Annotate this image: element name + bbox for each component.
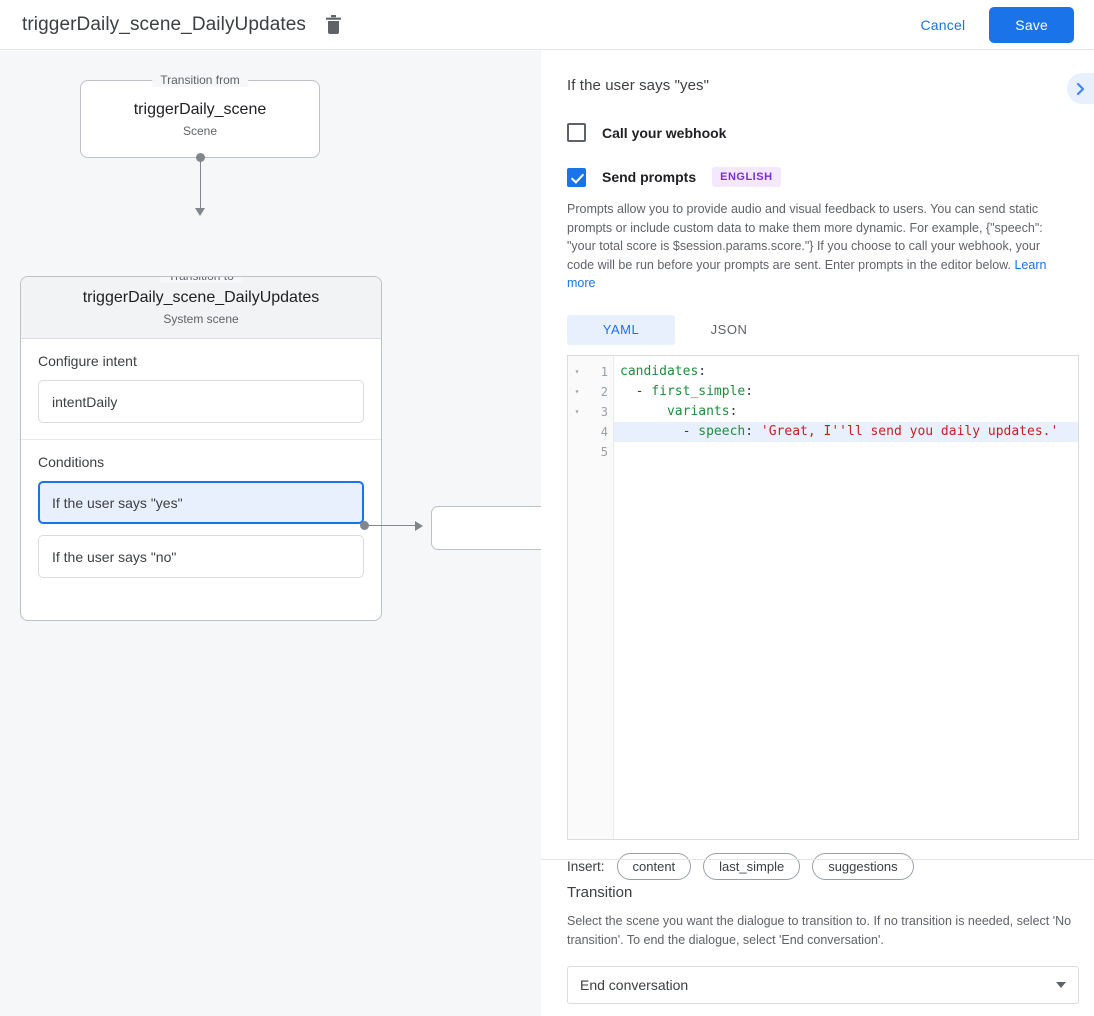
topbar-actions: Cancel Save xyxy=(907,6,1074,43)
intent-field[interactable]: intentDaily xyxy=(38,380,364,423)
condition-details-panel: If the user says "yes" Call your webhook… xyxy=(541,51,1094,1016)
fold-arrow-icon[interactable]: ▾ xyxy=(574,407,580,416)
learn-more-link[interactable]: Learn more xyxy=(567,257,1047,291)
transition-select[interactable]: End conversation xyxy=(567,966,1079,1004)
editor-code-area[interactable]: candidates: - first_simple: variants: - … xyxy=(614,356,1078,839)
tab-json[interactable]: JSON xyxy=(710,322,748,337)
trash-icon[interactable] xyxy=(320,12,346,38)
editor-gutter-row: ▾3 xyxy=(568,402,613,422)
chevron-right-icon[interactable] xyxy=(1067,73,1094,104)
cancel-button[interactable]: Cancel xyxy=(907,9,980,41)
editor-code-line[interactable]: candidates: xyxy=(614,362,1078,382)
editor-line-number: 4 xyxy=(600,424,608,439)
editor-line-number: 5 xyxy=(600,444,608,459)
connector-arrow-down xyxy=(195,208,205,216)
connector-line-horizontal xyxy=(364,525,419,526)
insert-chip-content[interactable]: content xyxy=(616,852,692,880)
insert-chip-suggestions[interactable]: suggestions xyxy=(812,852,914,880)
call-webhook-label: Call your webhook xyxy=(602,124,727,141)
section-divider xyxy=(541,859,1094,860)
transition-from-title: triggerDaily_scene xyxy=(133,100,267,118)
scene-graph-panel: Transition from triggerDaily_scene Scene… xyxy=(0,51,541,1016)
language-badge: ENGLISH xyxy=(712,167,781,187)
transition-to-legend: Transition to xyxy=(160,277,242,283)
transition-from-legend: Transition from xyxy=(152,73,248,87)
top-app-bar: triggerDaily_scene_DailyUpdates Cancel S… xyxy=(0,0,1094,50)
code-token-punc: : xyxy=(698,364,707,379)
transition-to-subtitle: System scene xyxy=(163,312,239,326)
condition-item-yes[interactable]: If the user says "yes" xyxy=(38,481,364,524)
details-title: If the user says "yes" xyxy=(567,77,710,94)
editor-line-number: 1 xyxy=(600,364,608,379)
code-token-punc: : xyxy=(745,424,761,439)
fold-arrow-icon[interactable]: ▾ xyxy=(574,387,580,396)
conditions-section: Conditions If the user says "yes" If the… xyxy=(21,439,381,594)
send-prompts-help-text: Prompts allow you to provide audio and v… xyxy=(567,202,1043,272)
editor-code-line[interactable]: - speech: 'Great, I''ll send you daily u… xyxy=(614,421,1078,442)
transition-description: Select the scene you want the dialogue t… xyxy=(567,914,1072,947)
transition-from-subtitle: Scene xyxy=(182,123,218,138)
transition-select-value: End conversation xyxy=(580,977,689,993)
editor-code-line[interactable] xyxy=(614,442,1078,462)
transition-to-node: Transition to triggerDaily_scene_DailyUp… xyxy=(20,276,382,621)
send-prompts-checkbox[interactable] xyxy=(567,167,586,187)
editor-gutter-row: ▾2 xyxy=(568,382,613,402)
code-token-punc xyxy=(620,404,667,419)
editor-gutter-row: ▾1 xyxy=(568,362,613,382)
code-token-key: first_simple xyxy=(651,384,746,399)
editor-gutter-row: 4 xyxy=(568,422,613,442)
tab-yaml[interactable]: YAML xyxy=(567,314,675,345)
call-webhook-checkbox[interactable] xyxy=(567,123,586,142)
editor-code-line[interactable]: variants: xyxy=(614,402,1078,422)
condition-item-no[interactable]: If the user says "no" xyxy=(38,535,364,578)
insert-chip-last-simple[interactable]: last_simple xyxy=(703,852,801,880)
code-token-punc: : xyxy=(745,384,754,399)
fold-arrow-icon[interactable]: ▾ xyxy=(574,367,580,376)
chevron-down-icon xyxy=(1056,982,1066,988)
code-token-key: speech xyxy=(698,424,746,439)
code-token-punc: - xyxy=(620,424,699,439)
editor-code-line[interactable]: - first_simple: xyxy=(614,382,1078,402)
send-prompts-label: Send prompts xyxy=(602,169,697,185)
transition-section: Transition Select the scene you want the… xyxy=(567,884,1079,1004)
editor-line-number: 2 xyxy=(600,384,608,399)
transition-target-node[interactable] xyxy=(431,506,541,550)
connector-line-vertical xyxy=(200,157,201,212)
details-content: If the user says "yes" Call your webhook… xyxy=(541,51,1094,880)
send-prompts-help: Prompts allow you to provide audio and v… xyxy=(567,200,1068,293)
insert-label: Insert: xyxy=(567,858,605,874)
editor-line-number: 3 xyxy=(600,404,608,419)
save-button[interactable]: Save xyxy=(989,6,1074,43)
conditions-label: Conditions xyxy=(38,454,105,470)
send-prompts-row[interactable]: Send prompts ENGLISH xyxy=(567,167,1068,187)
page-title: triggerDaily_scene_DailyUpdates xyxy=(22,13,307,35)
code-token-key: variants xyxy=(666,404,730,419)
transition-title: Transition xyxy=(567,884,633,901)
transition-to-header: triggerDaily_scene_DailyUpdates System s… xyxy=(21,277,381,339)
code-token-str: 'Great, I''ll send you daily updates.' xyxy=(760,424,1059,439)
code-token-key: candidates xyxy=(620,364,699,379)
call-webhook-row[interactable]: Call your webhook xyxy=(567,123,1068,142)
editor-format-tabs: YAML JSON xyxy=(567,314,1068,345)
editor-gutter-row: 5 xyxy=(568,442,613,462)
transition-to-title: triggerDaily_scene_DailyUpdates xyxy=(82,289,320,306)
insert-chips-row: Insert: content last_simple suggestions xyxy=(567,852,1068,880)
transition-from-node[interactable]: Transition from triggerDaily_scene Scene xyxy=(80,73,320,158)
code-token-punc: : xyxy=(729,404,738,419)
configure-intent-section: Configure intent intentDaily xyxy=(21,339,381,439)
code-token-punc: - xyxy=(620,384,652,399)
connector-arrow-right xyxy=(415,521,423,531)
configure-intent-label: Configure intent xyxy=(38,353,137,369)
